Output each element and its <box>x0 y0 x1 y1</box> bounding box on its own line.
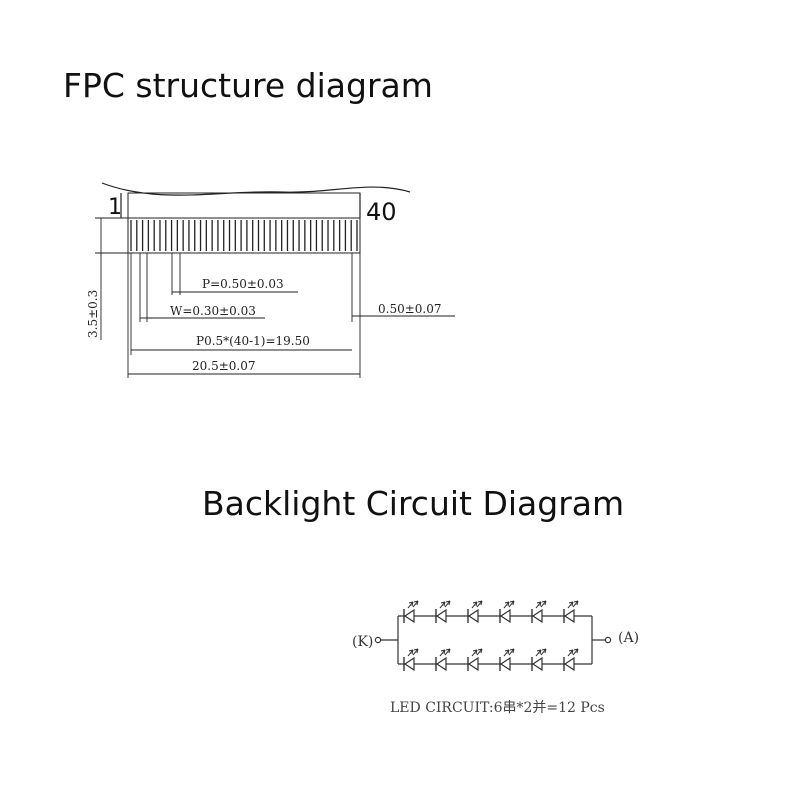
fpc-pin-last-label: 40 <box>366 198 397 226</box>
backlight-circuit <box>380 615 606 665</box>
fpc-structure-title: FPC structure diagram <box>63 66 433 105</box>
led-diode-icon <box>403 600 419 624</box>
fpc-pitch-dimension: P=0.50±0.03 <box>202 277 284 291</box>
fpc-pins <box>130 220 358 251</box>
fpc-height-dimension: 3.5±0.3 <box>86 290 100 338</box>
led-diode-icon <box>403 648 419 672</box>
led-diode-icon <box>435 648 451 672</box>
cathode-label: (K) <box>352 634 373 650</box>
led-diode-icon <box>499 600 515 624</box>
led-circuit-caption: LED CIRCUIT:6串*2并=12 Pcs <box>390 700 605 716</box>
led-diode-icon <box>467 600 483 624</box>
led-diode-icon <box>531 648 547 672</box>
led-diode-icon <box>435 600 451 624</box>
fpc-break-line <box>101 182 411 196</box>
led-diode-icon <box>499 648 515 672</box>
led-diode-icon <box>531 600 547 624</box>
fpc-diagram <box>95 182 455 378</box>
fpc-total-dimension: 20.5±0.07 <box>192 359 256 373</box>
fpc-span-dimension: P0.5*(40-1)=19.50 <box>196 334 310 348</box>
anode-terminal <box>604 636 612 644</box>
fpc-width-dimension: W=0.30±0.03 <box>170 304 256 318</box>
led-diode-icon <box>563 648 579 672</box>
cathode-terminal <box>374 636 382 644</box>
led-diode-icon <box>563 600 579 624</box>
led-diode-icon <box>467 648 483 672</box>
fpc-margin-dimension: 0.50±0.07 <box>378 302 442 316</box>
anode-label: (A) <box>618 630 639 646</box>
fpc-contact-band <box>127 217 361 254</box>
led-array <box>403 600 579 672</box>
backlight-circuit-title: Backlight Circuit Diagram <box>202 484 625 523</box>
fpc-pin-first-label: 1 <box>108 195 122 220</box>
